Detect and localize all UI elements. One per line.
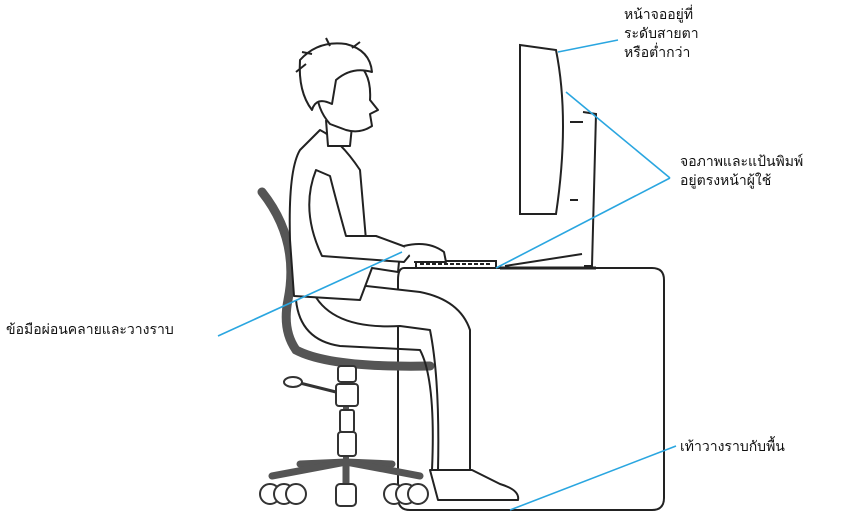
screen-height-label: หน้าจออยู่ที่ ระดับสายตา หรือต่ำกว่า [624, 6, 699, 63]
screen-height-line-1: หน้าจออยู่ที่ [624, 6, 699, 25]
alignment-line-1: จอภาพและแป้นพิมพ์ [680, 153, 803, 172]
monitor [500, 45, 596, 268]
alignment-line-2: อยู่ตรงหน้าผู้ใช้ [680, 172, 803, 191]
monitor-keyboard-alignment-label: จอภาพและแป้นพิมพ์ อยู่ตรงหน้าผู้ใช้ [680, 153, 803, 191]
chair-base-parts [260, 366, 428, 506]
leader-screen-height [558, 40, 618, 52]
leader-alignment-monitor [566, 92, 670, 178]
wrists-label: ข้อมือผ่อนคลายและวางราบ [6, 321, 174, 340]
screen-height-line-2: ระดับสายตา [624, 25, 699, 44]
screen-height-line-3: หรือต่ำกว่า [624, 44, 699, 63]
leader-feet [510, 446, 676, 510]
feet-label: เท้าวางราบกับพื้น [680, 438, 785, 457]
